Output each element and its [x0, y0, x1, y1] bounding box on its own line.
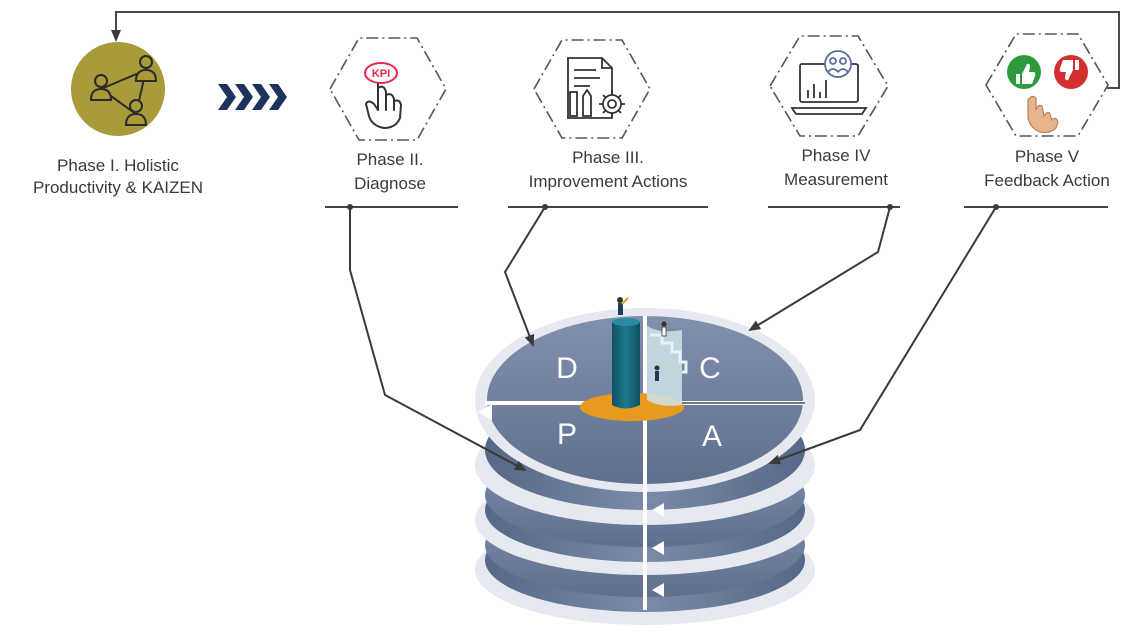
phase-1-title-line1: Phase I. Holistic: [57, 156, 179, 175]
pdca-label-act: A: [702, 420, 722, 453]
pdca-edge-arrows: [478, 404, 822, 597]
phase-4: Phase IV Measurement: [768, 35, 900, 208]
phase-connectors: [349, 206, 997, 471]
phase-5: Phase V Feedback Action: [964, 33, 1110, 208]
phase-5-hexagon-frame: [985, 33, 1109, 137]
phase-3-hexagon-frame: [533, 39, 651, 139]
connector-dots: [347, 204, 999, 210]
connector-measurement-to-check: [748, 206, 891, 332]
phase-2: KPI Phase II. Diagnose: [325, 37, 458, 208]
connector-feedback-to-act: [768, 206, 997, 465]
phase-4-title-line2: Measurement: [784, 170, 888, 189]
phase-3-title-line1: Phase III.: [572, 148, 644, 167]
phase-5-title-line2: Feedback Action: [984, 171, 1110, 190]
climbing-person-icons: [617, 297, 667, 381]
pdca-label-do: D: [556, 352, 578, 385]
connector-improvement-to-do: [503, 206, 546, 347]
phase-3-title-line2: Improvement Actions: [529, 172, 688, 191]
phase-3: Phase III. Improvement Actions: [508, 39, 708, 208]
phase-4-hexagon-frame: [769, 35, 889, 137]
phase-1-title-line2: Productivity & KAIZEN: [33, 178, 203, 197]
phase-1: Phase I. Holistic Productivity & KAIZEN: [33, 42, 203, 197]
phase-5-title-line1: Phase V: [1015, 147, 1080, 166]
chevron-arrows-icon: [218, 84, 287, 110]
connector-diagnose-to-plan: [349, 207, 527, 471]
thumbs-feedback-icon: [1007, 55, 1088, 134]
kpi-touch-icon: KPI: [364, 62, 402, 129]
feedback-loop-line: [111, 11, 1120, 89]
phase-2-hexagon-frame: [329, 37, 447, 141]
pdca-center-pillar: [580, 297, 688, 421]
pdca-cycle-stack: D C P A: [475, 297, 822, 625]
laptop-chart-team-icon: [790, 50, 868, 115]
kpi-badge-text: KPI: [372, 68, 390, 80]
pdca-label-plan: P: [557, 418, 577, 451]
document-tools-gear-icon: [567, 57, 625, 119]
phase-2-title-line2: Diagnose: [354, 174, 426, 193]
pdca-label-check: C: [699, 352, 721, 385]
phase-4-title-line1: Phase IV: [802, 146, 872, 165]
phase-2-title-line1: Phase II.: [356, 150, 423, 169]
team-network-icon: [71, 42, 165, 136]
